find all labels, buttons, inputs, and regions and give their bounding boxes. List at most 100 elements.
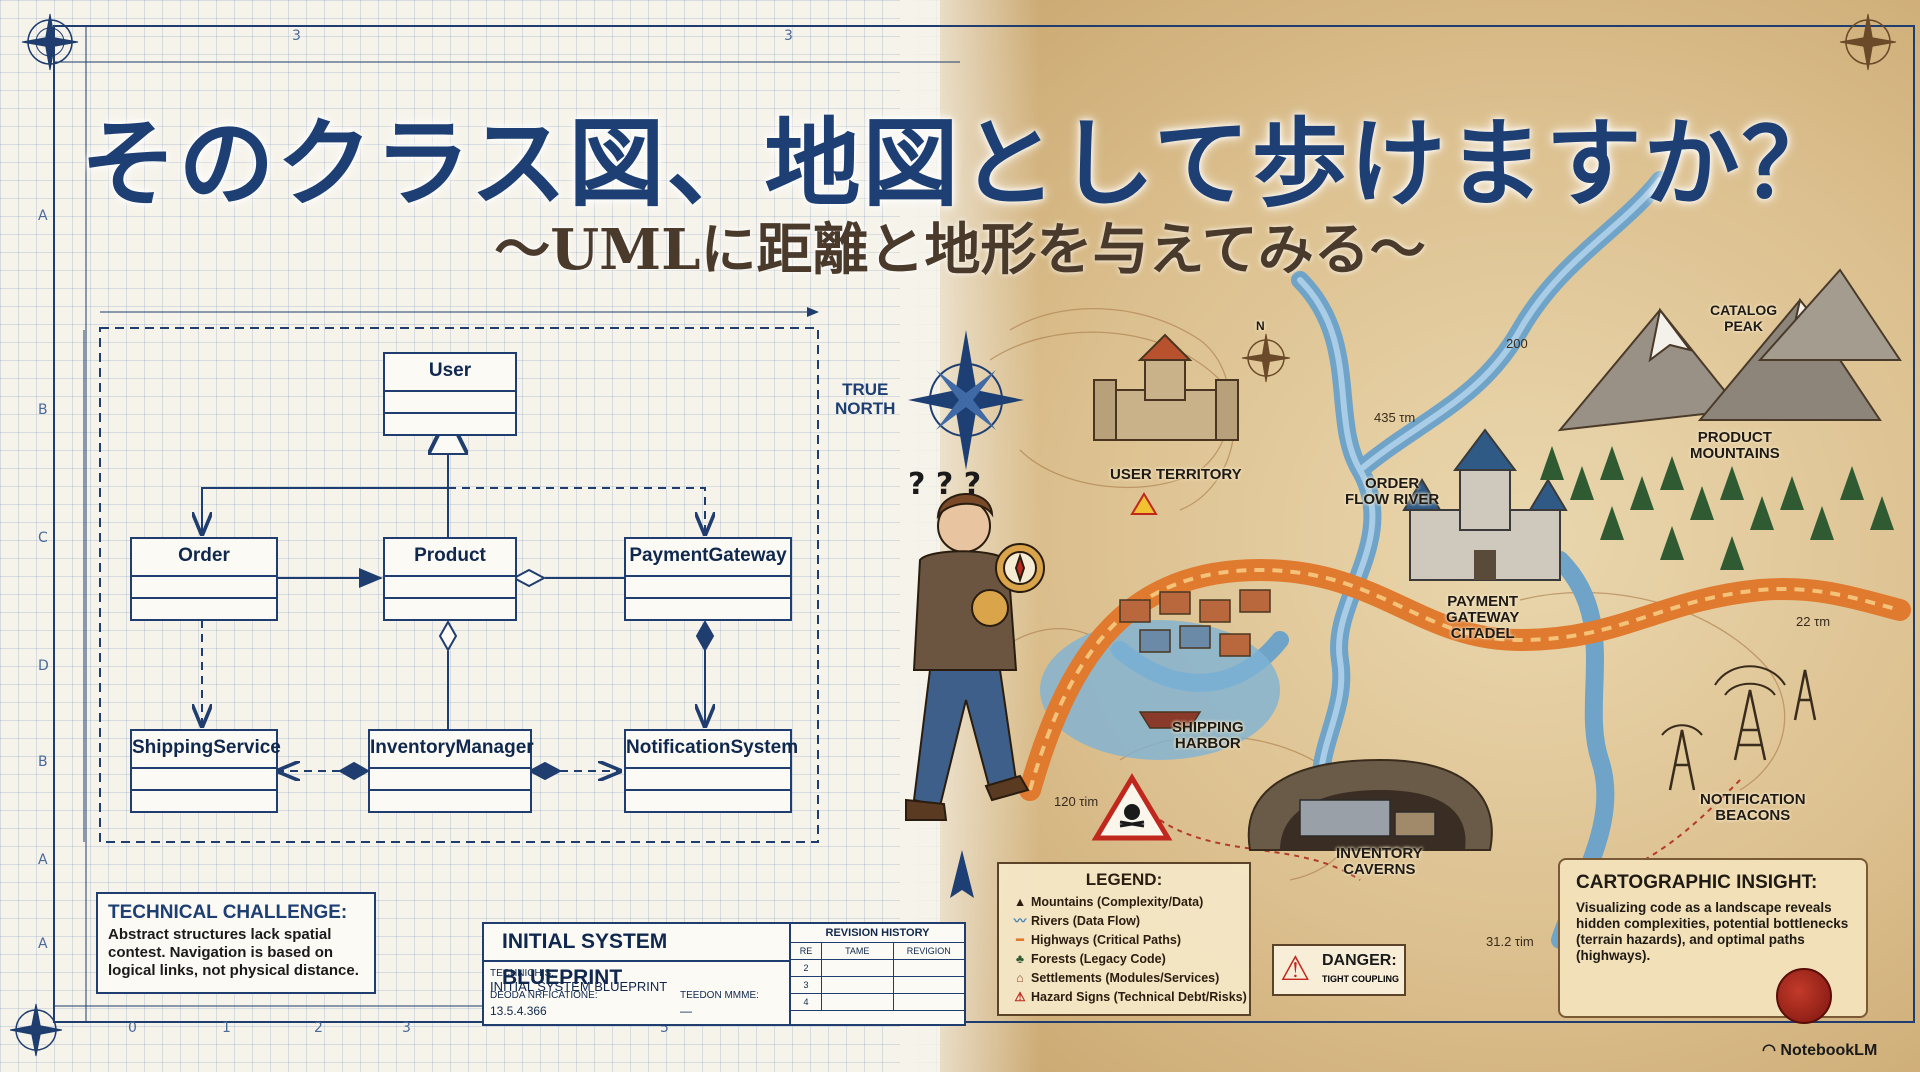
class-name: User: [385, 354, 515, 392]
axis-label-x: 5: [660, 1020, 669, 1036]
map-label-order-flow-river: ORDER FLOW RIVER: [1345, 475, 1440, 508]
class-inventory-manager[interactable]: InventoryManager: [368, 729, 534, 813]
legend-item: ━Highways (Critical Paths): [1009, 931, 1239, 950]
map-legend: LEGEND: ▲Mountains (Complexity/Data) 〰Ri…: [997, 862, 1251, 1016]
map-label-catalog-peak: CATALOG PEAK: [1710, 302, 1778, 334]
class-name: Order: [132, 539, 276, 577]
danger-subtext: TIGHT COUPLING: [1322, 974, 1399, 984]
legend-item: 〰Rivers (Data Flow): [1009, 912, 1239, 931]
hazard-sign-skull-icon: [1091, 773, 1173, 841]
map-compass-n-label: N: [1256, 319, 1265, 333]
technical-challenge-body: Abstract structures lack spatial contest…: [108, 926, 359, 979]
class-user[interactable]: User: [383, 352, 517, 436]
forest-icon: ♣: [1015, 952, 1025, 966]
class-notification-system[interactable]: NotificationSystem: [624, 729, 798, 813]
slide-subtitle: 〜UMLに距離と地形を与えてみる〜: [494, 217, 1426, 283]
revision-heading: REVISION HISTORY: [791, 924, 964, 943]
river-icon: 〰: [1013, 914, 1027, 928]
uml-relations: [202, 455, 713, 779]
class-name: NotificationSystem: [626, 731, 798, 769]
distance-label: 22 τm: [1796, 614, 1831, 629]
axis-label-y: D: [38, 658, 49, 674]
axis-label-y: A: [38, 852, 48, 868]
corner-compass-top-right-icon: [1839, 13, 1897, 71]
revision-columns: RE TAME REVIGION: [791, 943, 964, 960]
map-label-shipping-harbor: SHIPPING HARBOR: [1172, 719, 1244, 752]
user-territory-castle-icon: [1093, 333, 1239, 441]
axis-label-top: 3: [784, 28, 793, 44]
axis-label-x: 2: [314, 1020, 323, 1036]
hazard-sign-small-icon: [1130, 492, 1158, 515]
brand-watermark: ◠ NotebookLM: [1762, 1042, 1878, 1059]
product-mountains-icon: [1557, 268, 1902, 432]
corner-compass-bottom-left-icon: [9, 1003, 63, 1057]
map-artwork: ? ? ?: [905, 171, 1911, 949]
axis-label-y: A: [38, 208, 48, 224]
class-order[interactable]: Order: [130, 537, 278, 621]
title-block-title: INITIAL SYSTEM BLUEPRINT: [484, 924, 789, 989]
revision-history: REVISION HISTORY RE TAME REVIGION 2 3 4: [791, 924, 964, 1024]
slide-title: そのクラス図、地図として歩けますか？: [80, 108, 1840, 220]
payment-gateway-citadel-icon: [1402, 428, 1568, 581]
wax-seal-icon: [1776, 968, 1832, 1024]
technical-challenge-heading: TECHNICAL CHALLENGE:: [108, 902, 348, 923]
explorer-character-icon: [905, 493, 1045, 821]
map-compass-icon: [1241, 333, 1291, 383]
distance-label: 31.2 τim: [1486, 934, 1534, 949]
highway-icon: ━: [1016, 933, 1024, 947]
corner-compass-top-left-icon: [21, 13, 79, 71]
shipping-harbor-town-icon: [1119, 589, 1271, 729]
axis-label-x: 1: [222, 1020, 231, 1036]
axis-label-x: 0: [128, 1020, 137, 1036]
settlement-icon: ⌂: [1016, 971, 1024, 985]
legacy-forest-icon: [1540, 446, 1894, 570]
class-name: Product: [385, 539, 515, 577]
map-label-notification-beacons: NOTIFICATION BEACONS: [1700, 791, 1806, 824]
class-shipping-service[interactable]: ShippingService: [130, 729, 281, 813]
class-name: InventoryManager: [370, 731, 534, 769]
technical-challenge-note: TECHNICAL CHALLENGE: Abstract structures…: [96, 892, 376, 994]
question-marks: ? ? ?: [908, 467, 981, 502]
axis-label-y: B: [38, 402, 48, 418]
diagram-boundary: [99, 327, 819, 843]
map-label-user-territory: USER TERRITORY: [1110, 466, 1242, 483]
danger-sign: ⚠ DANGER: TIGHT COUPLING: [1272, 944, 1406, 996]
warning-triangle-icon: ⚠: [1280, 950, 1311, 988]
axis-label-y: B: [38, 754, 48, 770]
blueprint-title-block: INITIAL SYSTEM BLUEPRINT TECHNICHIS: INI…: [482, 922, 966, 1026]
true-north-label: TRUE NORTH: [835, 380, 896, 418]
insight-heading: CARTOGRAPHIC INSIGHT:: [1576, 872, 1818, 893]
legend-item: ⌂Settlements (Modules/Services): [1009, 969, 1239, 988]
mountain-icon: ▲: [1013, 895, 1027, 909]
distance-label: 200: [1506, 336, 1528, 351]
class-payment-gateway[interactable]: PaymentGateway: [624, 537, 792, 621]
class-product[interactable]: Product: [383, 537, 517, 621]
distance-label: 435 τm: [1374, 410, 1416, 425]
hazard-icon: ⚠: [1014, 990, 1026, 1004]
map-label-product-mountains: PRODUCT MOUNTAINS: [1690, 429, 1780, 462]
axis-label-x: 3: [402, 1020, 411, 1036]
revision-row: 2: [791, 960, 964, 977]
axis-label-top: 3: [292, 28, 301, 44]
danger-heading: DANGER:: [1322, 952, 1397, 969]
notebooklm-logo-icon: ◠: [1762, 1042, 1781, 1059]
axis-label-y: C: [38, 530, 48, 546]
class-name: ShippingService: [132, 731, 281, 769]
map-label-inventory-caverns: INVENTORY CAVERNS: [1336, 845, 1423, 878]
distance-label: 120 τim: [1054, 794, 1099, 809]
legend-heading: LEGEND:: [1085, 870, 1163, 889]
axis-label-y: A: [38, 936, 48, 952]
class-name: PaymentGateway: [626, 539, 790, 577]
true-north-compass-icon: [908, 330, 1024, 470]
legend-item: ⚠Hazard Signs (Technical Debt/Risks): [1009, 988, 1246, 1007]
north-arrow-icon: [950, 850, 974, 898]
map-label-payment-gateway-citadel: PAYMENT GATEWAY CITADEL: [1446, 593, 1520, 642]
insight-body: Visualizing code as a landscape reveals …: [1576, 900, 1849, 963]
legend-item: ♣Forests (Legacy Code): [1009, 950, 1239, 969]
inventory-caverns-icon: [1247, 758, 1493, 851]
legend-item: ▲Mountains (Complexity/Data): [1009, 893, 1239, 912]
revision-row: 3: [791, 977, 964, 994]
revision-row: 4: [791, 994, 964, 1011]
